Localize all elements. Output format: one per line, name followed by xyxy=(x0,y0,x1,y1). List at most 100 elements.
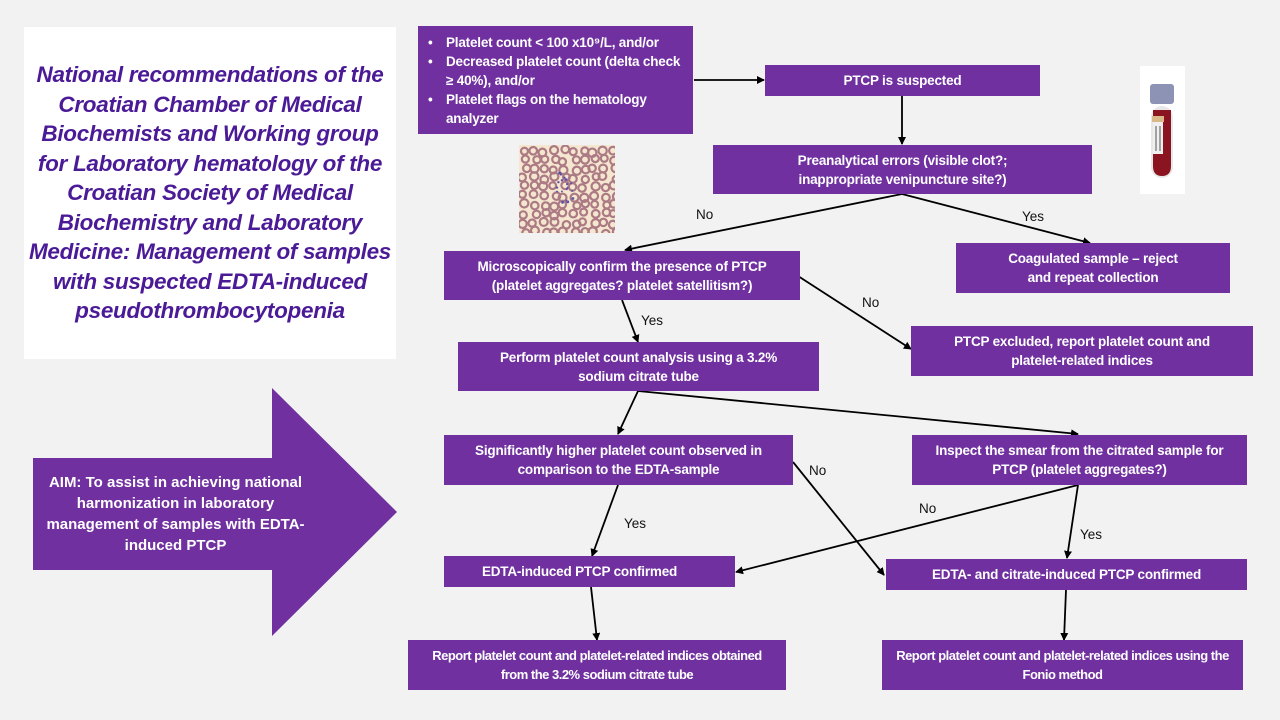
coagulated-box: Coagulated sample – reject and repeat co… xyxy=(956,243,1230,293)
report-fonio-box: Report platelet count and platelet-relat… xyxy=(882,640,1243,690)
red-cell xyxy=(611,227,615,233)
red-cell xyxy=(519,180,530,190)
criteria-item: Decreased platelet count (delta check ≥ … xyxy=(428,52,687,90)
red-cell xyxy=(587,163,597,174)
red-cell xyxy=(538,181,549,192)
red-cell xyxy=(529,180,540,191)
red-cell xyxy=(580,226,590,233)
red-cell xyxy=(568,208,579,219)
red-cell xyxy=(579,192,590,204)
red-cell xyxy=(560,145,571,155)
criteria-list: Platelet count < 100 x10⁹/L, and/or Decr… xyxy=(424,33,687,128)
platelet-aggregate xyxy=(570,182,573,185)
red-cell xyxy=(611,174,615,184)
red-cell xyxy=(572,201,582,211)
preanalytical-box: Preanalytical errors (visible clot?; ina… xyxy=(713,145,1092,194)
label-no-microscopy: No xyxy=(862,295,880,310)
platelet-aggregate xyxy=(571,189,574,192)
connector-edtacitrate-report xyxy=(1060,589,1069,641)
red-cell xyxy=(519,172,528,183)
red-cell xyxy=(557,207,568,218)
connector-inspect-no xyxy=(735,484,1079,575)
red-cell xyxy=(532,155,542,165)
red-cell xyxy=(521,228,531,233)
red-cell xyxy=(580,174,590,185)
red-cell xyxy=(608,209,615,219)
red-cell xyxy=(519,198,530,209)
blood-tube-image xyxy=(1140,66,1185,194)
red-cell xyxy=(568,147,578,157)
red-cell xyxy=(570,227,581,233)
red-cell xyxy=(598,217,609,228)
red-cell xyxy=(600,182,611,193)
platelet-aggregate xyxy=(561,200,564,204)
red-cell xyxy=(549,171,560,182)
platelet-aggregate xyxy=(555,186,559,189)
red-cell xyxy=(549,216,560,227)
red-cell xyxy=(597,145,608,157)
label-yes-microscopy: Yes xyxy=(641,313,664,328)
red-cell xyxy=(529,200,540,211)
red-cell xyxy=(577,183,587,193)
red-cell xyxy=(579,207,589,217)
connector-microscopy-yes xyxy=(621,299,640,343)
inspect-smear-box: Inspect the smear from the citrated samp… xyxy=(912,435,1247,485)
red-cell xyxy=(590,199,600,209)
blood-smear-illustration xyxy=(519,145,615,233)
report-citrate-box: Report platelet count and platelet-relat… xyxy=(408,640,786,690)
red-cell xyxy=(548,181,558,191)
label-yes-higher: Yes xyxy=(624,516,647,531)
red-cell xyxy=(539,164,549,174)
label-no-inspect: No xyxy=(919,501,937,516)
platelet-aggregate xyxy=(560,179,564,182)
blood-tube-icon xyxy=(1150,84,1174,178)
platelet-aggregate xyxy=(566,200,570,204)
red-cell xyxy=(608,198,615,209)
higher-count-box: Significantly higher platelet count obse… xyxy=(444,435,793,485)
platelet-aggregate xyxy=(558,171,562,175)
red-cell xyxy=(571,165,583,176)
platelet-aggregate xyxy=(564,178,568,181)
page-title: National recommendations of the Croatian… xyxy=(28,62,392,324)
criteria-item: Platelet flags on the hematology analyze… xyxy=(428,90,687,128)
platelet-aggregate xyxy=(565,199,568,202)
connector-inspect-yes xyxy=(1064,484,1079,559)
platelet-aggregate xyxy=(563,176,566,179)
citrate-analysis-box: Perform platelet count analysis using a … xyxy=(458,342,819,391)
red-cell xyxy=(520,154,530,164)
blood-smear-image xyxy=(519,145,615,233)
criteria-box: Platelet count < 100 x10⁹/L, and/or Decr… xyxy=(418,26,693,134)
red-cell xyxy=(607,219,615,230)
edta-confirmed-box: EDTA-induced PTCP confirmed xyxy=(444,556,735,587)
label-no-preanalytical: No xyxy=(696,207,714,222)
red-cell xyxy=(567,182,578,192)
platelet-aggregate xyxy=(571,197,575,200)
red-cell xyxy=(600,228,611,233)
microscopy-box: Microscopically confirm the presence of … xyxy=(444,251,800,300)
red-cell xyxy=(519,218,528,230)
red-cell xyxy=(579,154,591,165)
red-cell xyxy=(569,192,580,203)
red-cell xyxy=(610,162,615,174)
red-cell xyxy=(519,146,530,156)
red-cell xyxy=(528,145,539,156)
connector-higher-yes xyxy=(590,484,619,557)
criteria-item: Platelet count < 100 x10⁹/L, and/or xyxy=(428,33,687,52)
red-cell xyxy=(538,216,549,228)
red-cell xyxy=(528,189,539,200)
connector-citrate-inspect xyxy=(637,390,1079,438)
red-cell xyxy=(580,199,591,209)
red-cell xyxy=(519,189,528,199)
red-cell xyxy=(590,153,600,164)
red-cell xyxy=(587,226,598,233)
red-cell xyxy=(539,190,550,201)
red-cell xyxy=(590,208,601,219)
red-cell xyxy=(519,210,528,220)
platelet-aggregate xyxy=(557,180,560,184)
red-cell xyxy=(597,171,608,182)
red-cell xyxy=(608,145,615,156)
label-no-higher: No xyxy=(809,463,827,478)
red-cell xyxy=(540,154,550,164)
red-cell xyxy=(601,192,611,203)
